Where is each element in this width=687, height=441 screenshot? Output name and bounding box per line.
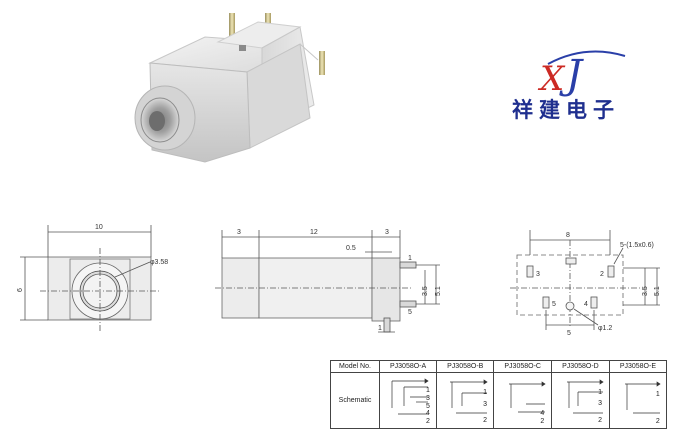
pin-b-2: 2 bbox=[483, 417, 488, 424]
pcb-pin-2: 2 bbox=[600, 271, 604, 278]
front-width-label: 10 bbox=[95, 224, 103, 231]
front-height-label: 6 bbox=[17, 288, 24, 292]
pcb-width-label: 8 bbox=[566, 232, 570, 239]
pcb-view bbox=[510, 230, 660, 330]
product-render bbox=[134, 13, 325, 163]
pin-a-3: 3 bbox=[426, 395, 430, 402]
schematic-cell-d: 1 3 2 bbox=[551, 372, 610, 429]
model-table-header-row: Model No. PJ3058O-A PJ3058O-B PJ3058O-C … bbox=[330, 360, 668, 373]
model-c: PJ3058O-C bbox=[493, 360, 553, 373]
model-header-cell: Model No. bbox=[330, 360, 380, 373]
side-dim-2: 12 bbox=[310, 229, 318, 236]
model-e: PJ3058O-E bbox=[608, 360, 668, 373]
pin-a-5: 5 bbox=[426, 403, 430, 410]
pin-c-4: 4 bbox=[540, 410, 545, 417]
pin-d-3: 3 bbox=[598, 400, 602, 407]
side-view bbox=[215, 230, 440, 333]
schematic-cell-b: 1 3 2 bbox=[436, 372, 495, 429]
pin-a-4: 4 bbox=[426, 410, 430, 417]
pcb-hole-label: φ1.2 bbox=[598, 325, 612, 332]
front-hole-label: φ3.58 bbox=[150, 259, 168, 266]
pin-d-2: 2 bbox=[598, 417, 602, 424]
brand-name-cn: 祥建电子 bbox=[512, 97, 620, 122]
pin-a-1: 1 bbox=[426, 387, 430, 394]
pin-b-1: 1 bbox=[483, 389, 488, 396]
pin-c-2: 2 bbox=[540, 418, 545, 425]
side-dim-51: 5.1 bbox=[435, 286, 442, 296]
xj-logo: X J bbox=[537, 50, 626, 99]
model-table-schematic-row: Schematic 1 3 5 4 2 1 3 2 4 2 bbox=[330, 372, 668, 429]
model-b: PJ3058O-B bbox=[436, 360, 495, 373]
pcb-pin-4: 4 bbox=[584, 301, 588, 308]
side-pin-bottom: 1 bbox=[378, 325, 382, 332]
front-view bbox=[20, 225, 160, 332]
model-d: PJ3058O-D bbox=[551, 360, 610, 373]
side-pin-5: 5 bbox=[408, 309, 412, 316]
pcb-dim-51: 5.1 bbox=[654, 286, 661, 296]
pcb-pin-5: 5 bbox=[552, 301, 556, 308]
pcb-dim-35: 3.5 bbox=[642, 286, 649, 296]
pin-d-1: 1 bbox=[598, 389, 602, 396]
schematic-cell-e: 1 2 bbox=[608, 372, 668, 429]
pcb-pin-3: 3 bbox=[536, 271, 540, 278]
svg-text:X: X bbox=[537, 59, 566, 99]
side-inner-dim: 0.5 bbox=[346, 245, 356, 252]
schematic-header-cell: Schematic bbox=[330, 372, 380, 429]
pcb-bottom-label: 5 bbox=[567, 330, 571, 337]
schematic-cell-c: 4 2 bbox=[493, 372, 553, 429]
pin-e-2: 2 bbox=[655, 418, 660, 425]
pcb-slot-label: 5-(1.5x0.6) bbox=[620, 242, 654, 249]
pin-e-1: 1 bbox=[655, 391, 660, 398]
pin-a-2: 2 bbox=[426, 418, 430, 425]
model-a: PJ3058O-A bbox=[378, 360, 438, 373]
side-dim-3: 3 bbox=[385, 229, 389, 236]
side-pin-1: 1 bbox=[408, 255, 412, 262]
side-dim-1: 3 bbox=[237, 229, 241, 236]
side-dim-35: 3.5 bbox=[422, 286, 429, 296]
model-table: Model No. PJ3058O-A PJ3058O-B PJ3058O-C … bbox=[330, 360, 668, 429]
schematic-cell-a: 1 3 5 4 2 bbox=[378, 372, 438, 429]
pin-b-3: 3 bbox=[483, 401, 488, 408]
